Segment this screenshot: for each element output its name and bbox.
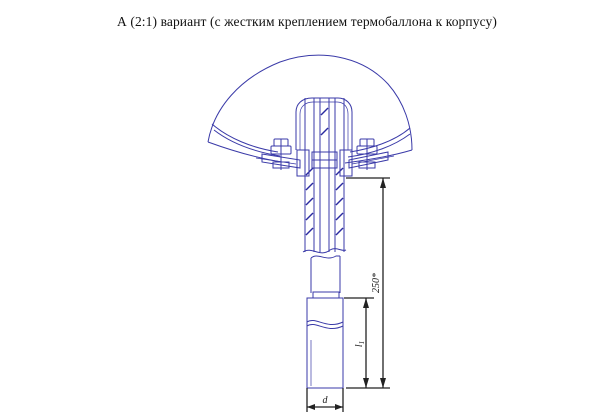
dimension-l1-label: l — [354, 344, 365, 347]
dimension-l1: l1 — [344, 297, 374, 388]
dimension-250-label: 250* — [371, 273, 382, 293]
upper-pipe — [302, 98, 347, 254]
drawing-title: А (2:1) вариант (с жестким креплением те… — [117, 14, 497, 29]
housing-dome — [207, 54, 413, 164]
dimension-d: d — [306, 388, 344, 412]
svg-text:l1: l1 — [354, 341, 366, 347]
clamp-assembly — [255, 138, 395, 177]
lower-pipe — [310, 255, 341, 299]
dimension-250: 250* — [346, 177, 390, 389]
thermo-bulb — [306, 297, 344, 389]
dimension-d-label: d — [323, 395, 329, 406]
dimension-l1-subscript: 1 — [358, 341, 366, 345]
